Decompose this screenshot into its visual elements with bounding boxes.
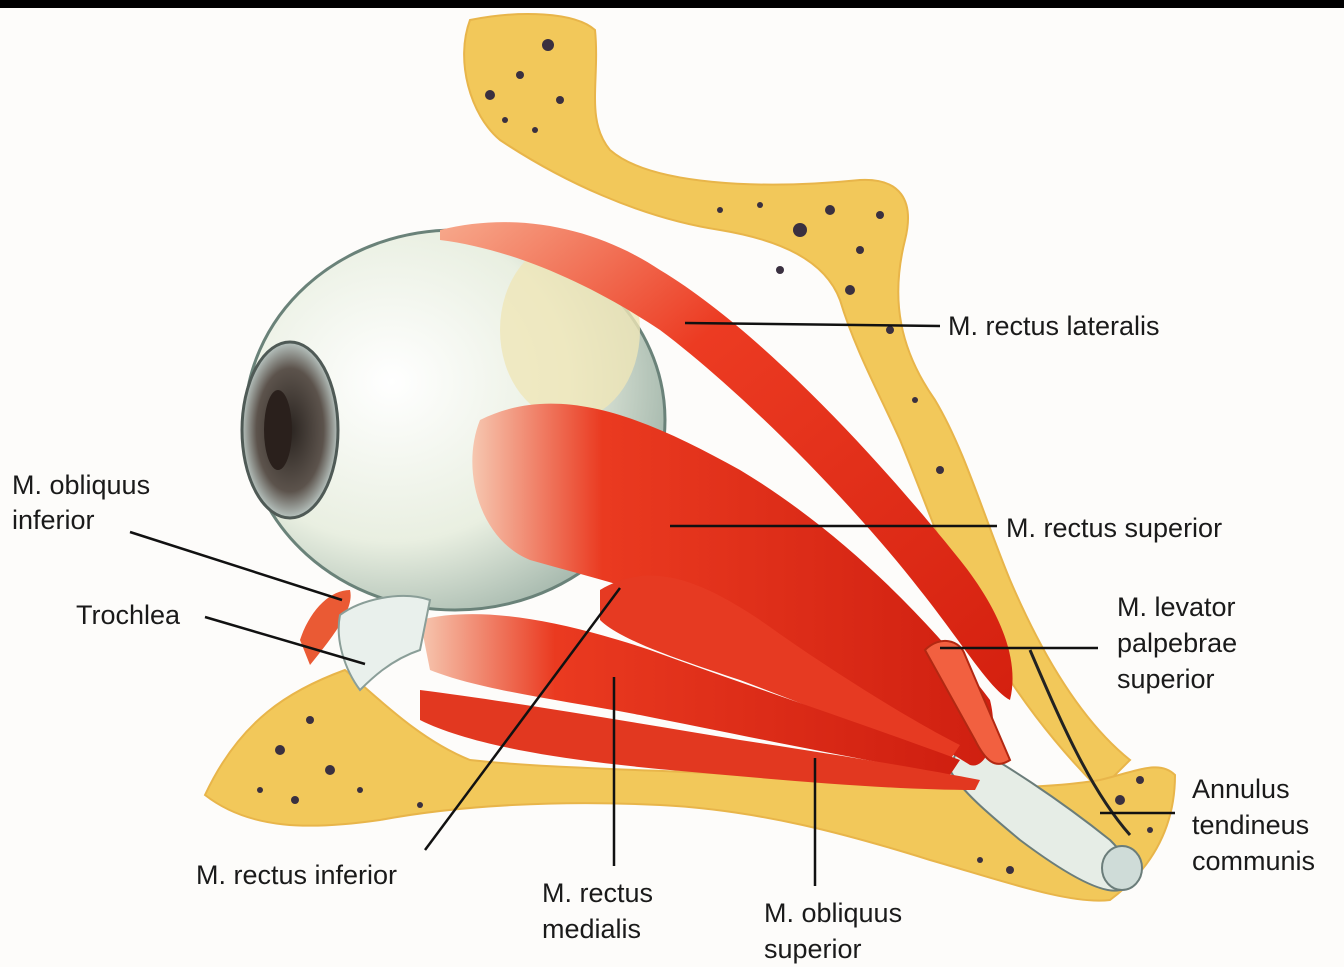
label-rectus-inferior: M. rectus inferior bbox=[196, 857, 397, 893]
label-obliquus-superior-line2: superior bbox=[764, 931, 902, 967]
label-annulus-line3: communis bbox=[1192, 843, 1315, 879]
label-rectus-superior: M. rectus superior bbox=[1006, 510, 1222, 546]
label-annulus: Annulus tendineus communis bbox=[1192, 771, 1315, 879]
label-rectus-superior-text: M. rectus superior bbox=[1006, 510, 1222, 546]
label-rectus-medialis: M. rectus medialis bbox=[542, 875, 653, 947]
label-rectus-inferior-text: M. rectus inferior bbox=[196, 857, 397, 893]
label-obliquus-inferior: M. obliquus inferior bbox=[12, 468, 150, 538]
label-rectus-lateralis-text: M. rectus lateralis bbox=[948, 308, 1160, 344]
label-annulus-line2: tendineus bbox=[1192, 807, 1315, 843]
label-rectus-lateralis: M. rectus lateralis bbox=[948, 308, 1160, 344]
pupil bbox=[264, 390, 292, 470]
label-trochlea: Trochlea bbox=[76, 597, 180, 633]
label-levator-line3: superior bbox=[1117, 661, 1237, 697]
label-trochlea-text: Trochlea bbox=[76, 597, 180, 633]
trochlea-tendon bbox=[339, 596, 430, 690]
label-obliquus-inferior-line2: inferior bbox=[12, 503, 150, 538]
label-annulus-line1: Annulus bbox=[1192, 771, 1315, 807]
label-rectus-medialis-line1: M. rectus bbox=[542, 875, 653, 911]
label-levator-line2: palpebrae bbox=[1117, 625, 1237, 661]
label-rectus-medialis-line2: medialis bbox=[542, 911, 653, 947]
label-levator: M. levator palpebrae superior bbox=[1117, 589, 1237, 697]
label-obliquus-inferior-line1: M. obliquus bbox=[12, 468, 150, 503]
label-obliquus-superior-line1: M. obliquus bbox=[764, 895, 902, 931]
optic-nerve-end bbox=[1102, 846, 1142, 890]
label-obliquus-superior: M. obliquus superior bbox=[764, 895, 902, 967]
label-levator-line1: M. levator bbox=[1117, 589, 1237, 625]
